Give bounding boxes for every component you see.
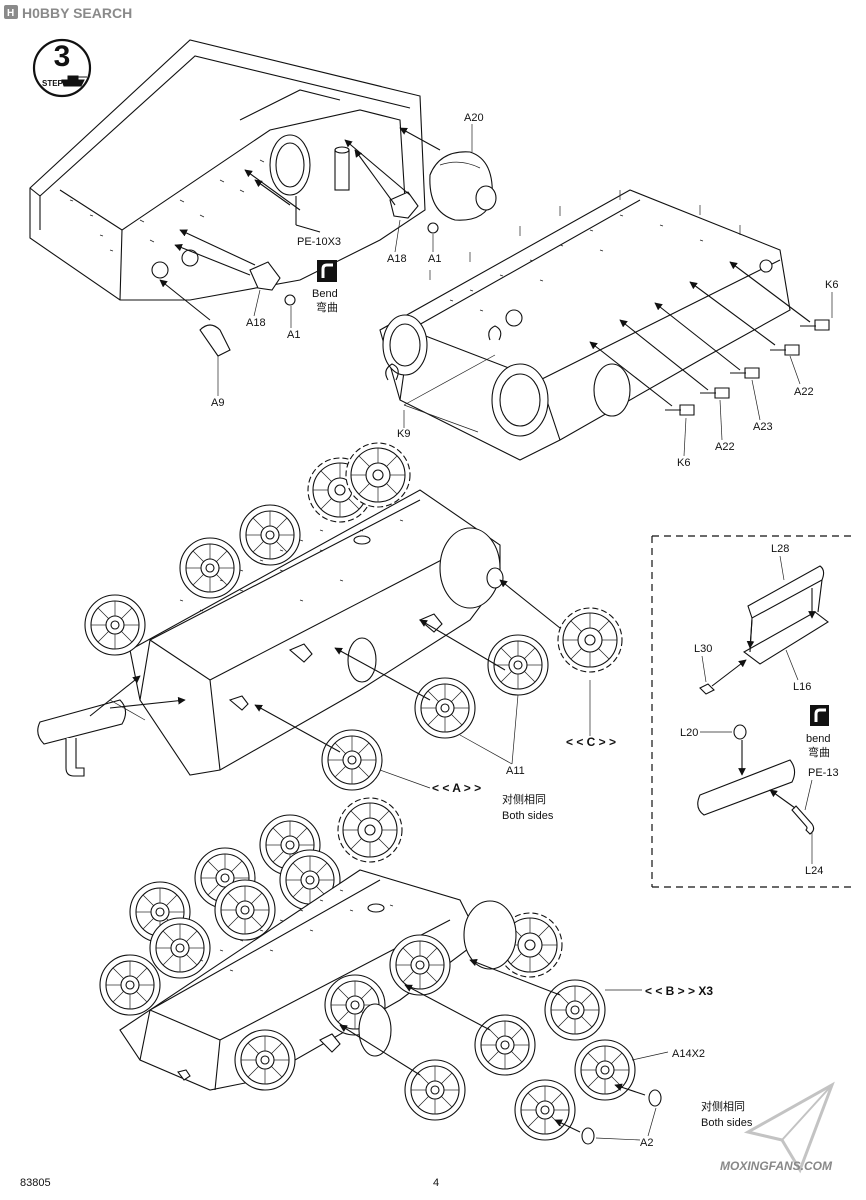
watermark-text: MOXINGFANS.COM [720, 1159, 833, 1173]
step-badge: 3 STEP [32, 38, 92, 98]
label-k6-bottom: K6 [677, 457, 690, 469]
step-label: STEP [42, 79, 64, 88]
note-both-sides-cn-2: 对侧相同 [701, 1099, 745, 1113]
running-gear-assembly-2 [99, 797, 662, 1145]
label-l20: L20 [680, 727, 698, 739]
note-both-sides-en-2: Both sides [701, 1117, 753, 1129]
bend-instruction-1: Bend 弯曲 [312, 260, 338, 314]
bend-label-en-1: Bend [312, 288, 338, 300]
label-sub-c: < < C > > [566, 735, 616, 749]
label-a22-bottom: A22 [715, 441, 735, 453]
label-k6-top: K6 [825, 279, 838, 291]
product-code: 83805 [20, 1177, 51, 1189]
watermark-plane-icon [743, 1081, 835, 1174]
label-a23: A23 [753, 421, 773, 433]
running-gear-assembly-1 [37, 442, 623, 791]
label-l30: L30 [694, 643, 712, 655]
logo-text: H0BBY SEARCH [22, 5, 132, 21]
tank-icon [61, 75, 87, 87]
bend-icon [321, 263, 333, 278]
bend-instruction-2: bend 弯曲 [806, 705, 830, 759]
label-a11: A11 [506, 765, 525, 777]
label-k9: K9 [397, 428, 410, 440]
hobby-search-logo: H H0BBY SEARCH [4, 5, 132, 21]
label-a20: A20 [464, 112, 484, 124]
lower-hull-fittings [379, 189, 830, 461]
step-number: 3 [54, 40, 71, 73]
label-sub-a: < < A > > [432, 781, 481, 795]
bend-label-en-2: bend [806, 733, 830, 745]
label-a1-right: A1 [428, 253, 441, 265]
label-a14x2: A14X2 [672, 1048, 705, 1060]
note-both-sides-cn-1: 对侧相同 [502, 792, 546, 806]
label-l16: L16 [793, 681, 811, 693]
label-pe10x3: PE-10X3 [297, 236, 341, 248]
label-pe13: PE-13 [808, 767, 839, 779]
label-sub-b: < < B > > X3 [645, 984, 713, 998]
page-number: 4 [433, 1177, 439, 1189]
label-l28: L28 [771, 543, 789, 555]
detail-box [651, 535, 853, 888]
bend-label-cn-1: 弯曲 [316, 300, 338, 314]
label-a22-top: A22 [794, 386, 814, 398]
svg-text:H: H [7, 8, 14, 19]
bend-label-cn-2: 弯曲 [808, 745, 830, 759]
note-both-sides-en-1: Both sides [502, 810, 554, 822]
label-a18-left: A18 [246, 317, 266, 329]
label-a2: A2 [640, 1137, 653, 1149]
bend-icon [814, 708, 826, 722]
label-a9: A9 [211, 397, 224, 409]
label-l24: L24 [805, 865, 823, 877]
upper-hull-assembly [29, 39, 497, 357]
label-a18-right: A18 [387, 253, 407, 265]
label-a1-left: A1 [287, 329, 300, 341]
